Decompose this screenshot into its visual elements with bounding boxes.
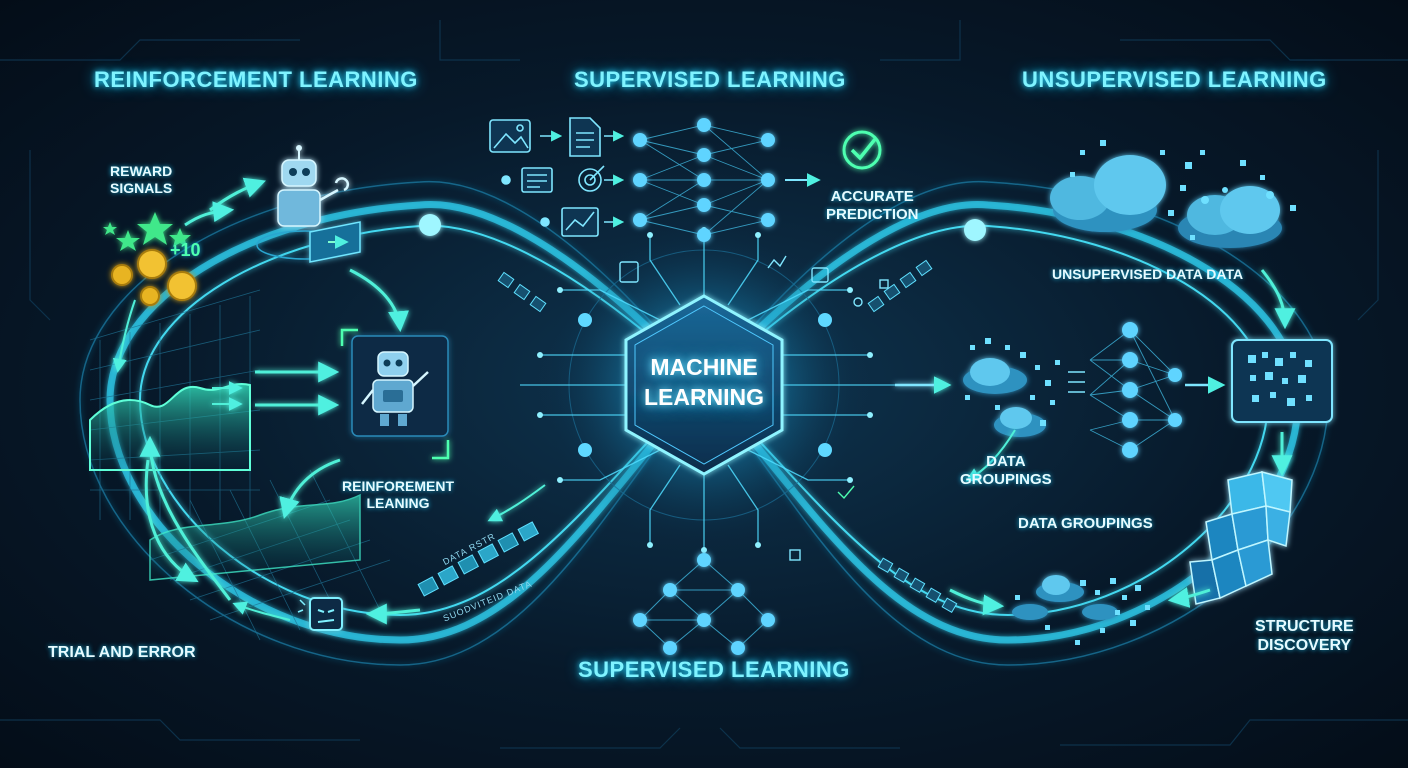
label-data-groupings-mid: DATA GROUPINGS [960, 453, 1052, 489]
nn-node [1122, 322, 1138, 338]
label-rl-inner-line2: LEANING [366, 494, 430, 511]
label-structure-discovery: STRUCTURE DISCOVERY [1255, 617, 1354, 655]
image-icon [811, 267, 829, 283]
target-icon [853, 297, 863, 307]
nn-node [1168, 413, 1182, 427]
data-chip-strip-upper-left [497, 271, 547, 313]
nn-node [1122, 382, 1138, 398]
cloud-icon [1050, 155, 1282, 248]
label-reward-points: +10 [170, 240, 201, 260]
supervised-input-icons [489, 117, 625, 237]
nn-node [633, 213, 647, 227]
data-chip-strip-lower-left [417, 521, 540, 597]
robot-icon [340, 328, 450, 460]
nn-node [697, 228, 711, 242]
coin-icon [111, 249, 197, 306]
unsupervised-neural-network [1068, 322, 1226, 458]
nn-node [697, 118, 711, 132]
label-trial-and-error: TRIAL AND ERROR [48, 644, 196, 661]
section-title-supervised-top: SUPERVISED LEARNING [574, 67, 846, 92]
label-accurate-prediction-line1: ACCURATE [830, 188, 914, 205]
label-rl-inner: REINFOREMENT LEANING [342, 478, 454, 512]
core-hexagon [624, 294, 784, 476]
nn-node [1122, 352, 1138, 368]
label-data-groupings-low: DATA GROUPINGS [1018, 515, 1153, 532]
unsupervised-arrows [487, 269, 1296, 616]
star-icon [103, 212, 191, 251]
nn-node [697, 553, 711, 567]
core-title-line2: LEARNING [643, 384, 765, 410]
image-icon [489, 119, 531, 153]
target-icon [578, 165, 605, 192]
data-particles-bottom [1015, 578, 1150, 645]
document-icon [521, 167, 553, 193]
nn-node [663, 641, 677, 655]
nn-node [731, 641, 745, 655]
label-data-groupings-mid-line2: GROUPINGS [960, 471, 1052, 488]
nn-node [633, 173, 647, 187]
nn-node [633, 613, 647, 627]
nn-node [1122, 412, 1138, 428]
label-reward-signals-line1: REWARD [110, 163, 173, 179]
supervised-neural-network [633, 118, 821, 242]
data-particles-mid [965, 338, 1060, 426]
robot-icon [256, 145, 361, 263]
machine-learning-core [520, 220, 950, 553]
supervised-bottom-network [633, 553, 775, 655]
nn-node [697, 148, 711, 162]
nn-node [697, 173, 711, 187]
nn-node [697, 613, 711, 627]
rl-wave [89, 382, 251, 471]
section-title-unsupervised: UNSUPERVISED LEARNING [1022, 67, 1327, 92]
label-accurate-prediction: ACCURATE PREDICTION [826, 188, 919, 224]
nn-node [633, 133, 647, 147]
core-ray-nodes [537, 227, 873, 553]
label-unsupervised-data: UNSUPERVISED DATA DATA [1052, 266, 1244, 282]
structure-panel [1189, 470, 1293, 605]
nn-node [761, 613, 775, 627]
label-reward-signals: REWARD SIGNALS [110, 163, 172, 197]
data-chip-strip-upper-right [867, 259, 933, 313]
rl-wave [149, 493, 361, 581]
reward-icons [103, 212, 197, 306]
loop-nodes [419, 214, 986, 241]
nn-node [761, 173, 775, 187]
loop-node [964, 219, 986, 241]
loop-node [419, 214, 441, 236]
nn-node [1168, 368, 1182, 382]
rl-arrows [112, 177, 421, 625]
check-circle-icon [842, 130, 882, 170]
label-structure-discovery-line1: STRUCTURE [1255, 618, 1354, 635]
label-data-groupings-mid-line1: DATA [986, 453, 1026, 470]
nn-node [663, 583, 677, 597]
label-rl-inner-line1: REINFOREMENT [342, 478, 454, 494]
background-circuitry [0, 20, 1408, 749]
check-icon [837, 485, 855, 500]
trial-error-icon [297, 597, 343, 631]
label-reward-signals-line2: SIGNALS [110, 179, 173, 196]
nn-node [1122, 442, 1138, 458]
core-small-icons [619, 255, 889, 561]
document-icon [619, 261, 639, 283]
core-title: MACHINE LEARNING [604, 352, 804, 412]
nn-node [697, 198, 711, 212]
core-circuit-rays [520, 230, 950, 550]
core-title-line1: MACHINE [650, 354, 758, 380]
label-structure-discovery-line2: DISCOVERY [1257, 637, 1352, 655]
chart-icon [561, 207, 599, 237]
nn-node [731, 583, 745, 597]
structure-discovery-box [1231, 339, 1333, 423]
section-title-supervised-bottom: SUPERVISED LEARNING [578, 657, 850, 682]
document-icon [569, 117, 601, 157]
data-chip-strip-lower-right [877, 557, 958, 614]
nn-node [761, 133, 775, 147]
section-title-reinforcement: REINFORCEMENT LEARNING [94, 67, 418, 92]
nn-node [761, 213, 775, 227]
cloud-icon [1012, 575, 1118, 620]
chart-icon [767, 255, 787, 269]
cloud-icon [963, 358, 1046, 437]
label-accurate-prediction-line2: PREDICTION [826, 206, 919, 223]
data-particles-top [1070, 140, 1296, 240]
